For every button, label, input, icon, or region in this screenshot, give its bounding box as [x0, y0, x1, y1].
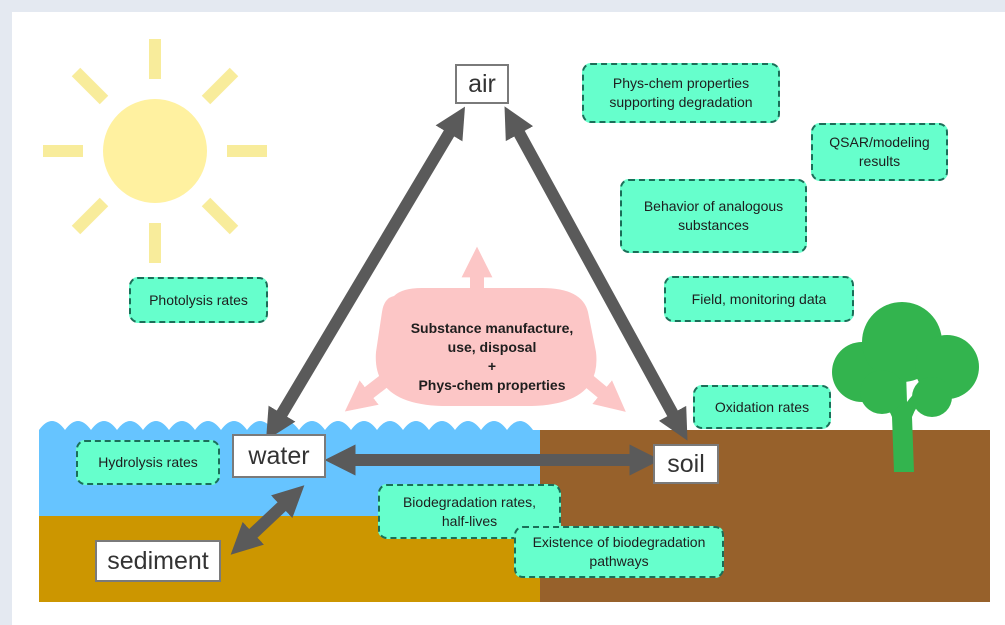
node-water: water: [232, 434, 326, 478]
node-soil: soil: [653, 444, 719, 484]
sun-icon: [43, 39, 267, 263]
substance-source-label: Substance manufacture, use, disposal + P…: [410, 320, 574, 393]
transport-arrows: [230, 106, 688, 555]
card-qsar-modeling: QSAR/modeling results: [811, 123, 948, 181]
arrow-air-soil: [504, 106, 688, 441]
card-analogous-substances: Behavior of analogous substances: [620, 179, 807, 253]
arrow-air-water: [266, 106, 465, 441]
card-biodegradation-pathways: Existence of biodegradation pathways: [514, 526, 724, 578]
node-air: air: [455, 64, 509, 104]
card-photolysis-rates: Photolysis rates: [129, 277, 268, 323]
tree-icon: [832, 302, 979, 472]
scene-illustration: [39, 39, 990, 602]
node-sediment: sediment: [95, 540, 221, 582]
card-field-monitoring: Field, monitoring data: [664, 276, 854, 322]
arrow-water-sediment: [230, 485, 305, 555]
card-oxidation-rates: Oxidation rates: [693, 385, 831, 429]
card-hydrolysis-rates: Hydrolysis rates: [76, 440, 220, 485]
card-phys-chem-degradation: Phys-chem properties supporting degradat…: [582, 63, 780, 123]
diagram-frame: air water soil sediment Substance manufa…: [12, 12, 1005, 625]
